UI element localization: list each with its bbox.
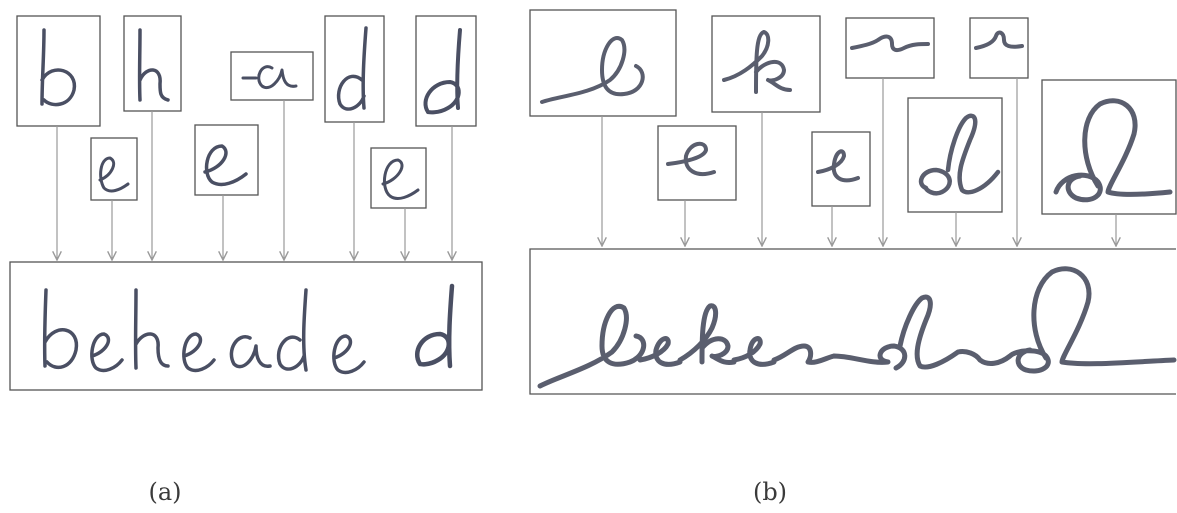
glyph-box-e <box>811 131 871 207</box>
glyph-box-e <box>194 124 259 196</box>
glyph-box-h <box>711 15 821 113</box>
glyph-box-b <box>16 15 101 127</box>
glyph-box-d <box>907 97 1003 213</box>
composed-word-box <box>529 248 1177 395</box>
glyph-box-e <box>90 137 138 201</box>
glyph-box-a <box>230 51 314 101</box>
glyph-box-d <box>1041 79 1177 215</box>
glyph-box-e <box>969 17 1029 79</box>
glyph-box-e <box>657 125 737 201</box>
panel-b <box>529 9 1177 395</box>
panel-b-caption: (b) <box>753 478 787 506</box>
composed-word-box <box>9 261 483 391</box>
panel-a <box>9 15 483 391</box>
glyph-box-b <box>529 9 677 117</box>
glyph-box-a <box>845 17 935 79</box>
glyph-box-h <box>123 15 182 112</box>
glyph-box-d <box>324 15 385 123</box>
glyph-box-d <box>415 15 477 127</box>
glyph-box-e <box>370 147 427 209</box>
panel-a-caption: (a) <box>148 478 181 506</box>
